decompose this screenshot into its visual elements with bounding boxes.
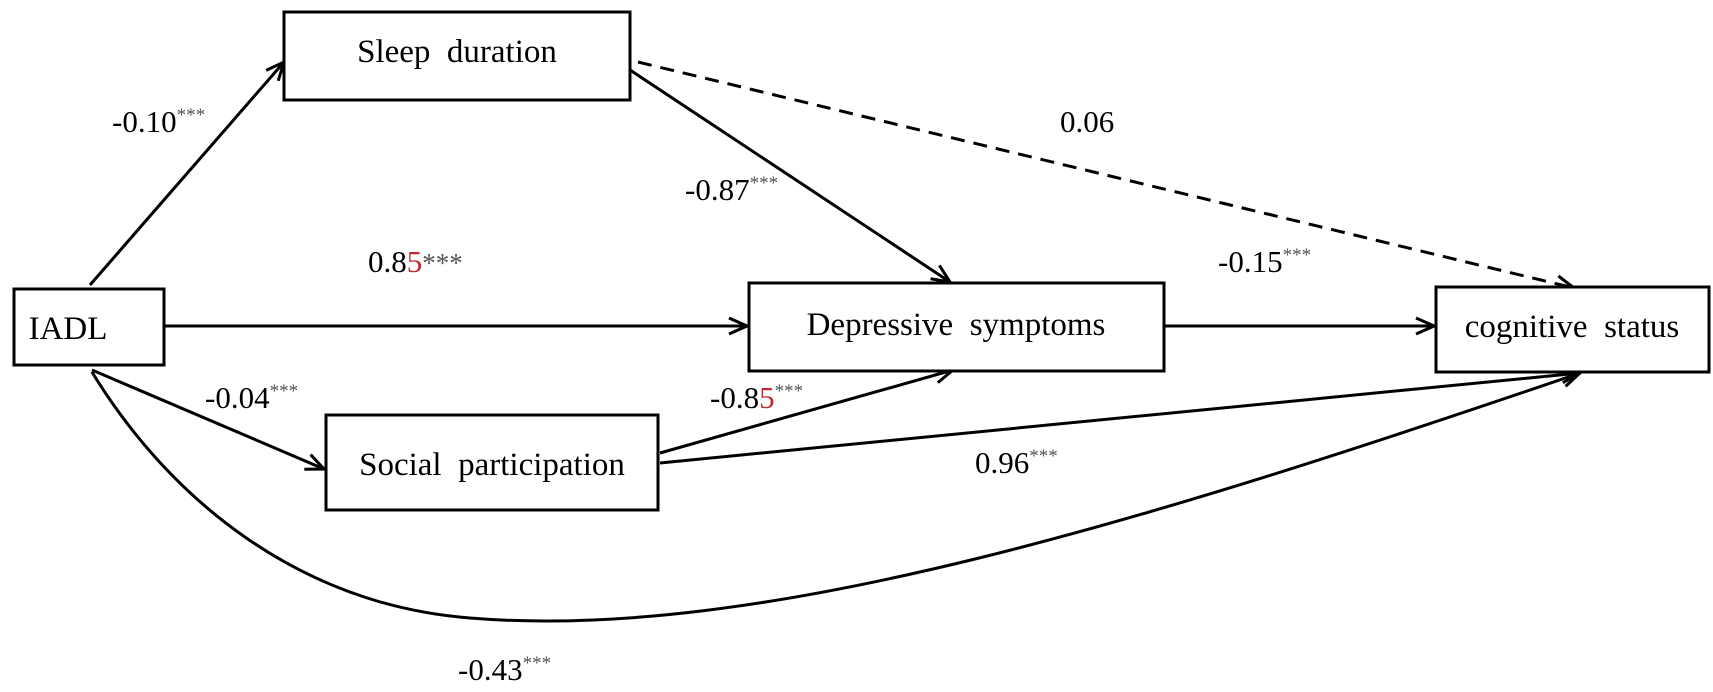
coef-iadl-cognitive-value: -0.43 [458,652,523,687]
node-sleep-duration: Sleep duration [282,10,632,102]
edge-iadl-cognitive [90,372,1580,623]
node-sleep-duration-label: Sleep duration [357,34,557,70]
coef-sleep-cognitive: 0.06 [1060,104,1114,139]
coef-iadl-depressive: 0.85*** [368,244,463,279]
edge-sleep-cognitive [637,60,1574,288]
coef-social-cognitive-sig: *** [1029,446,1058,467]
coef-depressive-cognitive-sig: *** [1283,245,1312,266]
coef-iadl-sleep-value: -0.10 [112,104,177,139]
coef-sleep-depressive-value: -0.87 [685,172,750,207]
coef-iadl-cognitive-sig: *** [523,653,552,674]
coef-sleep-depressive: -0.87*** [685,172,778,207]
edge-social-cognitive [659,373,1580,465]
edge-iadl-social [91,368,324,469]
coef-social-cognitive-value: 0.96 [975,445,1029,480]
edge-social-depressive [659,370,953,455]
coef-iadl-social-sig: *** [270,381,299,402]
node-iadl-label: IADL [29,311,108,347]
coef-iadl-cognitive: -0.43*** [458,652,551,687]
node-cognitive-status: cognitive status [1434,285,1711,374]
coef-iadl-depressive-sig: *** [422,248,463,278]
edge-iadl-sleep [88,62,284,286]
coef-depressive-cognitive-value: -0.15 [1218,244,1283,279]
coef-social-depressive-value: -0.8 [710,380,759,415]
coef-social-depressive: -0.85*** [710,380,803,415]
coef-iadl-depressive-red-digit: 5 [407,244,423,279]
node-depressive-symptoms: Depressive symptoms [747,281,1166,373]
coef-iadl-depressive-value: 0.8 [368,244,407,279]
node-iadl: IADL [12,287,166,367]
coef-iadl-sleep: -0.10*** [112,104,205,139]
coef-social-depressive-red-digit: 5 [759,380,775,415]
node-social-participation: Social participation [324,413,660,512]
edge-sleep-depressive [629,68,950,282]
node-social-participation-label: Social participation [359,447,625,483]
coef-sleep-depressive-sig: *** [750,173,779,194]
coef-sleep-cognitive-value: 0.06 [1060,104,1114,139]
coef-social-depressive-sig: *** [775,381,804,402]
coef-depressive-cognitive: -0.15*** [1218,244,1311,279]
coef-iadl-sleep-sig: *** [177,105,206,126]
node-cognitive-status-label: cognitive status [1465,309,1679,345]
coef-iadl-social-value: -0.04 [205,380,270,415]
node-depressive-symptoms-label: Depressive symptoms [807,307,1106,343]
coef-iadl-social: -0.04*** [205,380,298,415]
coef-social-cognitive: 0.96*** [975,445,1058,480]
